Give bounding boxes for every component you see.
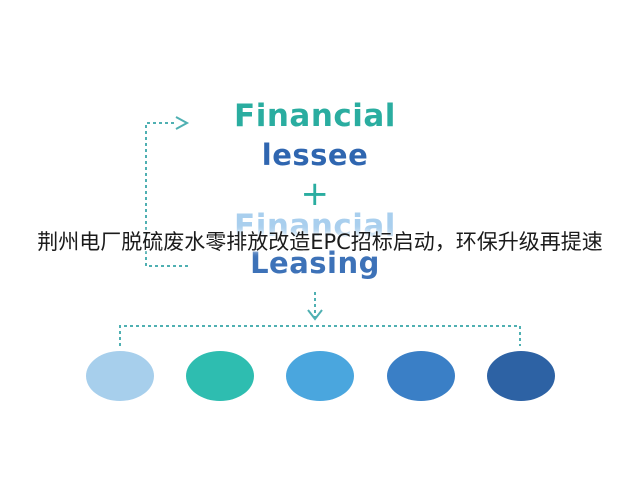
- headline-overlay: 荆州电厂脱硫废水零排放改造EPC招标启动，环保升级再提速: [37, 230, 603, 254]
- circle-node-2: [186, 351, 254, 401]
- leasing-heading: Leasing: [250, 246, 380, 280]
- feedback-arrow-head: [175, 116, 190, 130]
- circle-node-5: [487, 351, 555, 401]
- feedback-loop-line: [145, 122, 188, 267]
- down-arrow-head: [307, 309, 323, 321]
- financial-heading-2: Financial: [234, 208, 396, 244]
- circle-node-4: [387, 351, 455, 401]
- financial-heading: Financial: [234, 98, 396, 134]
- distribution-bracket: [119, 325, 521, 346]
- plus-sign: +: [300, 174, 330, 214]
- lessee-heading: lessee: [261, 138, 369, 172]
- circle-node-3: [286, 351, 354, 401]
- circle-node-1: [86, 351, 154, 401]
